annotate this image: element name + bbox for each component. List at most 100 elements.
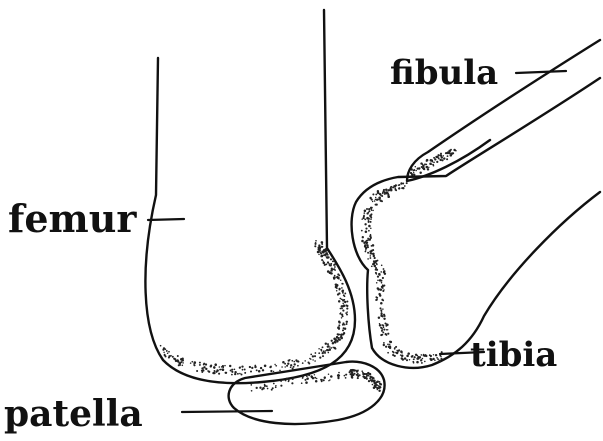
stipple-dot [328,352,329,353]
stipple-dot [406,355,409,358]
stipple-dot [431,164,432,165]
stipple-dot [339,289,341,291]
stipple-dot [297,365,299,367]
stipple-dot [314,360,316,362]
stipple-dot [364,210,367,213]
stipple-dot [322,346,324,348]
stipple-dot [366,217,369,220]
stipple-dot [395,190,397,192]
stipple-dot [421,354,423,356]
stipple-dot [342,310,344,312]
stipple-dot [344,296,346,298]
stipple-dot [381,311,383,313]
stipple-dot [382,290,384,292]
stipple-dot [373,255,375,257]
stipple-dot [370,255,372,257]
stipple-dot [214,363,217,366]
stipple-dot [214,370,216,372]
stipple-dot [378,317,380,319]
stipple-dot [334,276,336,278]
stipple-dot [372,263,375,266]
stipple-dot [286,378,288,380]
stipple-dot [395,352,397,354]
stipple-dot [335,348,337,350]
stipple-dot [436,161,438,163]
stipple-dot [447,155,449,157]
stipple-dot [319,247,322,250]
stipple-dot [321,241,324,244]
stipple-dot [338,320,340,322]
stipple-dot [308,374,310,376]
stipple-dot [380,334,382,336]
stipple-dot [344,324,346,326]
stipple-dot [361,218,363,220]
stipple-dot [380,271,382,273]
stipple-dot [369,376,372,379]
stipple-dot [341,317,342,318]
stipple-dot [201,370,203,372]
stipple-dot [323,262,326,265]
stipple-dot [401,357,403,359]
stipple-dot [280,385,282,387]
stipple-dot [321,380,323,382]
stipple-dot [273,371,274,372]
stipple-dot [415,170,417,172]
stipple-dot [351,369,354,372]
stipple-dot [366,241,368,243]
stipple-dot [376,269,378,271]
stipple-dot [344,375,346,377]
stipple-dot [306,375,308,377]
stipple-dot [293,361,295,363]
femur-outline [145,10,355,383]
stipple-dot [329,271,332,274]
stipple-dot [422,358,424,360]
stipple-dot [179,362,181,364]
stipple-dot [329,346,331,348]
stipple-dot [440,358,442,360]
stipple-dot [213,372,215,374]
stipple-dot [378,197,381,200]
stipple-dot [199,364,201,366]
stipple-dot [381,330,383,332]
stipple-dot [234,368,236,370]
stipple-dot [425,355,427,357]
stipple-dot [254,366,256,368]
femur-articular-cartilage [160,240,349,376]
stipple-dot [345,374,347,376]
stipple-dot [370,221,372,223]
stipple-dot [374,257,376,259]
stipple-dot [440,153,442,155]
stipple-dot [318,348,320,350]
stipple-dot [412,173,414,175]
stipple-dot [417,167,419,169]
stipple-dot [433,161,435,163]
stipple-dot [346,311,347,312]
stipple-dot [287,363,289,365]
stipple-dot [419,172,421,174]
stipple-dot [344,299,345,300]
stipple-dot [264,365,267,368]
patella-outline [229,362,385,424]
stipple-dot [382,287,384,289]
stipple-dot [320,349,322,351]
stipple-dot [383,344,385,346]
stipple-dot [361,240,364,243]
stipple-dot [317,251,320,254]
stipple-dot [234,373,236,375]
stipple-dot [217,370,219,372]
stipple-dot [241,365,243,367]
stipple-dot [379,274,381,276]
stipple-dot [384,273,386,275]
stipple-dot [224,365,226,367]
stipple-dot [229,365,231,367]
stipple-dot [377,280,379,282]
stipple-dot [338,333,340,335]
stipple-dot [381,324,383,326]
stipple-dot [383,314,385,316]
stipple-dot [369,257,371,259]
stipple-dot [168,351,170,353]
stipple-dot [352,374,355,377]
stipple-dot [336,290,338,292]
stipple-dot [421,362,423,364]
